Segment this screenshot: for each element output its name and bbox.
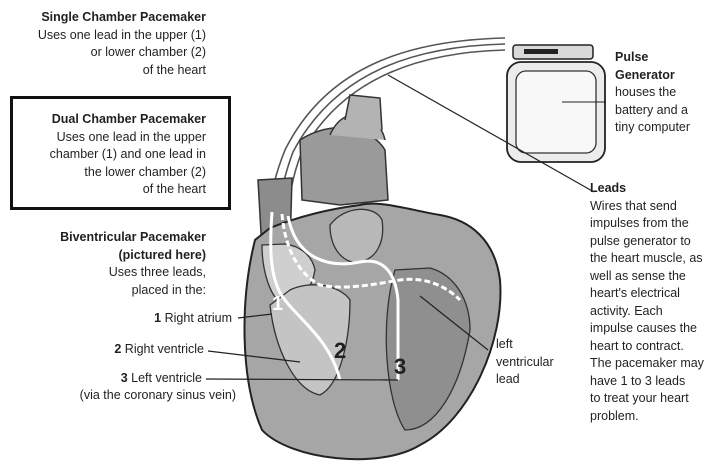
chamber-label: Right atrium [165,311,232,325]
biventricular-subtitle: (pictured here) [0,247,206,265]
dual-chamber-line: of the heart [0,181,206,199]
single-chamber-line: of the heart [0,62,206,80]
dual-chamber-line: Uses one lead in the upper [0,129,206,147]
leads-line: the heart muscle, as [590,250,716,268]
biventricular-line: placed in the: [0,282,206,300]
biventricular-block: Biventricular Pacemaker (pictured here) … [0,229,206,299]
leads-line: have 1 to 3 leads [590,373,716,391]
leads-line: The pacemaker may [590,355,716,373]
heart-label-2: 2 [334,342,346,360]
single-chamber-line: Uses one lead in the upper (1) [0,27,206,45]
chamber-label: Right ventricle [125,342,204,356]
leads-line: heart's electrical [590,285,716,303]
leads-title: Leads [590,180,716,198]
single-chamber-block: Single Chamber Pacemaker Uses one lead i… [0,9,206,79]
pulse-generator-line: houses the [615,84,715,102]
pulse-generator-line: battery and a [615,102,715,120]
leads-line: activity. Each [590,303,716,321]
lv-lead-line: ventricular [496,354,586,372]
leads-line: well as sense the [590,268,716,286]
lv-lead-line: lead [496,371,586,389]
chamber-number: 1 [154,311,161,325]
leads-line: impulses from the [590,215,716,233]
biventricular-line: Uses three leads, [0,264,206,282]
leads-line: heart to contract. [590,338,716,356]
leads-line: pulse generator to [590,233,716,251]
chamber-note: (via the coronary sinus vein) [0,387,236,405]
single-chamber-line: or lower chamber (2) [0,44,206,62]
chamber-item-1: 1 Right atrium [0,310,232,328]
lv-lead-block: left ventricular lead [496,336,586,389]
biventricular-title: Biventricular Pacemaker [0,229,206,247]
dual-chamber-block: Dual Chamber Pacemaker Uses one lead in … [0,111,206,199]
lv-lead-line: left [496,336,586,354]
heart-label-1: 1 [272,296,283,314]
leads-line: problem. [590,408,716,426]
pulse-generator-device [507,45,606,162]
heart-label-3: 3 [394,358,406,376]
chamber-item-3: 3 Left ventricle [0,370,202,388]
leads-line: impulse causes the [590,320,716,338]
pulse-generator-block: Pulse Generator houses the battery and a… [615,49,715,137]
pulse-generator-line: tiny computer [615,119,715,137]
leads-line: Wires that send [590,198,716,216]
chamber-item-2: 2 Right ventricle [0,341,204,359]
single-chamber-title: Single Chamber Pacemaker [0,9,206,27]
pulse-generator-title: Generator [615,67,715,85]
chamber-number: 2 [114,342,121,356]
leads-block: Leads Wires that send impulses from the … [590,180,716,425]
dual-chamber-line: the lower chamber (2) [0,164,206,182]
chamber-number: 3 [121,371,128,385]
chamber-label: Left ventricle [131,371,202,385]
dual-chamber-line: chamber (1) and one lead in [0,146,206,164]
pulse-generator-title: Pulse [615,49,715,67]
leads-line: to treat your heart [590,390,716,408]
dual-chamber-title: Dual Chamber Pacemaker [0,111,206,129]
